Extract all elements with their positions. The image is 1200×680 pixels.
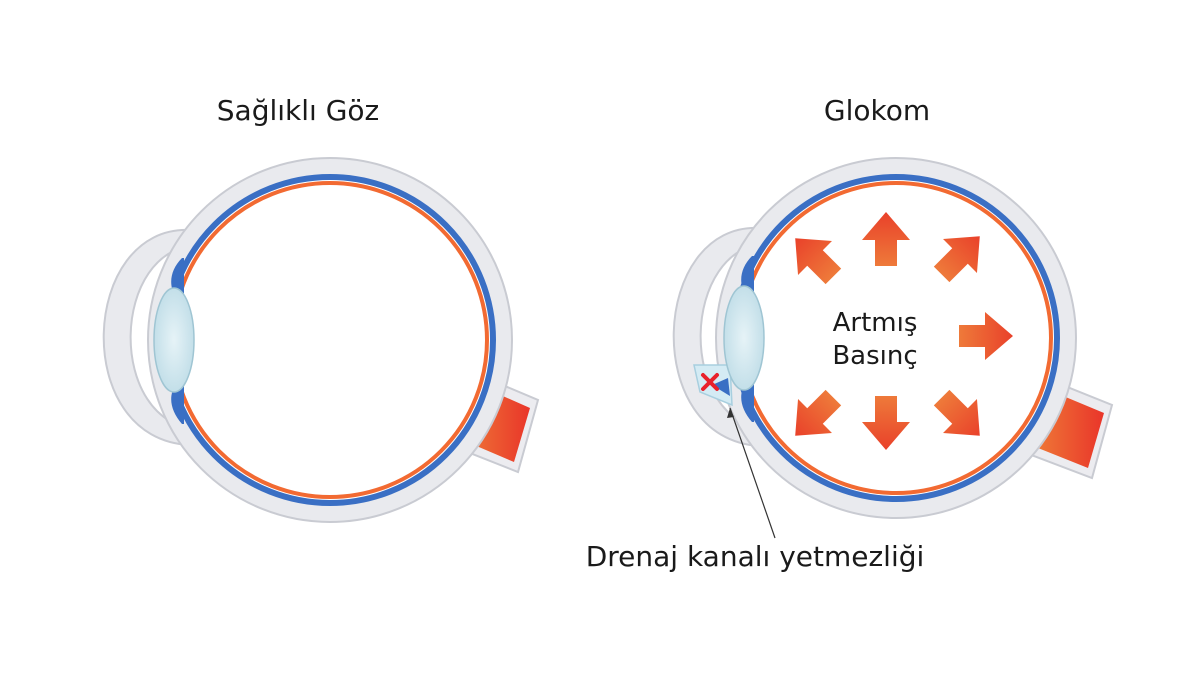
drainage-label: Drenaj kanalı yetmezliği [586, 540, 925, 573]
drainage-pointer-arrowhead [727, 408, 734, 418]
glaucoma-eye-title: Glokom [824, 94, 930, 127]
lens-glaucoma [723, 285, 765, 391]
healthy-eye: Sağlıklı Göz [102, 94, 540, 523]
lens [153, 287, 195, 393]
retina [171, 181, 489, 499]
blocked-x-icon [701, 373, 719, 391]
drainage-pointer-line [729, 407, 776, 539]
pressure-label-line1: Artmış [833, 308, 918, 338]
glaucoma-eye: Artmış Basınç Glokom Drenaj kanalı yetme… [586, 94, 1114, 573]
pressure-label-line2: Basınç [832, 341, 917, 371]
healthy-eye-title: Sağlıklı Göz [217, 94, 379, 127]
